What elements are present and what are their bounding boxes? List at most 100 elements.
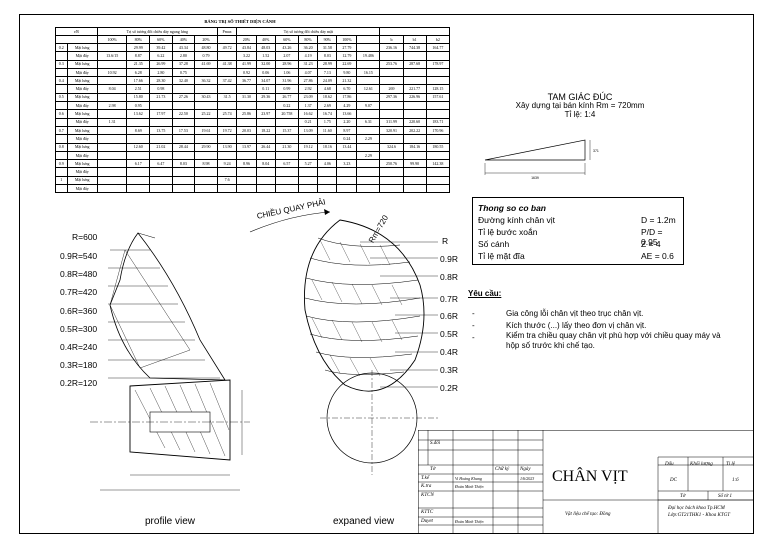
table-cell: Mặt lưng (66, 42, 98, 53)
table-header-cell (379, 27, 450, 36)
right-label-04r: 0.4R (440, 347, 458, 357)
table-header-cell (216, 35, 238, 44)
table-cell: 21.02 (149, 142, 173, 152)
table-cell: Mặt đẩy (66, 167, 98, 177)
table-row: Mặt đẩy (55, 167, 451, 177)
table-cell (379, 51, 404, 61)
table-cell: 0.75 (171, 67, 196, 78)
table-cell (194, 184, 218, 194)
table-cell (274, 134, 299, 144)
table-header-cell: 40% (255, 35, 276, 44)
table-cell: 36.32 (194, 76, 218, 86)
table-cell (236, 84, 257, 94)
table-cell (317, 184, 338, 194)
table-cell: 13.75 (149, 125, 173, 136)
table-cell: 17.53 (171, 125, 196, 136)
table-cell: 9.24 (216, 159, 238, 169)
table-cell (55, 84, 68, 94)
right-label-09r: 0.9R (440, 254, 458, 264)
table-cell: Mặt lưng (66, 159, 98, 169)
table-cell (194, 117, 218, 127)
param-value: AE = 0.6 (641, 251, 674, 261)
note-line2: Tỉ lệ: 1:4 (564, 110, 596, 119)
table-cell: 48.80 (194, 42, 218, 53)
table-cell: 6.57 (274, 159, 299, 169)
table-cell: 142.38 (425, 159, 451, 169)
table-cell (356, 92, 381, 103)
table-cell: 31.30 (236, 92, 257, 103)
table-cell (236, 101, 257, 111)
table-cell: 178.97 (425, 59, 451, 69)
table-cell: 2.29 (356, 150, 381, 161)
table-cell (356, 109, 381, 119)
table-cell: 37.28 (171, 59, 196, 69)
table-cell (171, 117, 196, 127)
table-header-cell: 100% (96, 35, 128, 44)
table-cell: 28.44 (171, 142, 196, 152)
tb-approver: Đoàn Minh Thiện (455, 519, 484, 524)
table-cell: 25.86 (236, 109, 257, 119)
param-value: P/D = 0.95 (641, 227, 663, 247)
table-cell (402, 109, 427, 119)
right-label-06r: 0.6R (440, 311, 458, 321)
table-cell (96, 76, 128, 86)
table-cell: 744.38 (402, 42, 427, 53)
table-cell: 41.38 (216, 59, 238, 69)
table-header-cell: b1 (402, 35, 427, 44)
table-cell: 13.44 (336, 142, 358, 152)
table-cell (55, 51, 68, 61)
table-cell: 30.43 (194, 92, 218, 103)
table-cell: 269 (379, 84, 404, 94)
tb-ktcn: KTCN (421, 493, 434, 498)
table-cell: 324.6 (379, 142, 404, 152)
tb-dau: Dấu (665, 462, 674, 467)
table-cell: 3.23 (336, 159, 358, 169)
table-cell (96, 175, 128, 186)
table-header-cell: 60% (274, 35, 299, 44)
table-cell: 0.95 (126, 101, 151, 111)
table-cell (171, 150, 196, 161)
table-cell: 21.35 (126, 59, 151, 69)
table-cell: 311.99 (379, 117, 404, 127)
table-cell: Mặt đẩy (66, 67, 98, 78)
table-cell: 236.16 (379, 42, 404, 53)
table-cell: 297.36 (379, 92, 404, 103)
table-cell: 0.2 (55, 42, 68, 53)
table-cell (356, 125, 381, 136)
table-cell: 0.22 (274, 101, 299, 111)
table-cell (236, 150, 257, 161)
table-cell (194, 167, 218, 177)
radius-label-09r: 0.9R=540 (60, 251, 98, 261)
table-cell: 9.80 (336, 67, 358, 78)
table-cell: 6.17 (126, 159, 151, 169)
table-cell (96, 59, 128, 69)
table-header-cell: b2 (425, 35, 451, 44)
right-label-03r: 0.3R (440, 365, 458, 375)
table-cell (216, 134, 238, 144)
table-cell (317, 134, 338, 144)
table-cell: 8.69 (126, 125, 151, 136)
table-cell: Mặt lưng (66, 92, 98, 103)
table-cell: 13.6/15 (96, 51, 128, 61)
table-cell (171, 84, 196, 94)
table-cell (425, 184, 451, 194)
table-cell: 202.22 (402, 125, 427, 136)
table-cell (149, 175, 173, 186)
table-cell (55, 67, 68, 78)
table-cell (255, 150, 276, 161)
tb-sodoi: S.đổi (430, 441, 441, 446)
table-cell (336, 175, 358, 186)
param-label: Số cánh (478, 239, 510, 249)
table-cell: 16.15 (356, 67, 381, 78)
table-cell: 16.62 (297, 109, 319, 119)
table-cell (55, 150, 68, 161)
table-cell (336, 167, 358, 177)
table-cell: 17.66 (126, 76, 151, 86)
tb-tile-value: 1:6 (732, 478, 739, 483)
